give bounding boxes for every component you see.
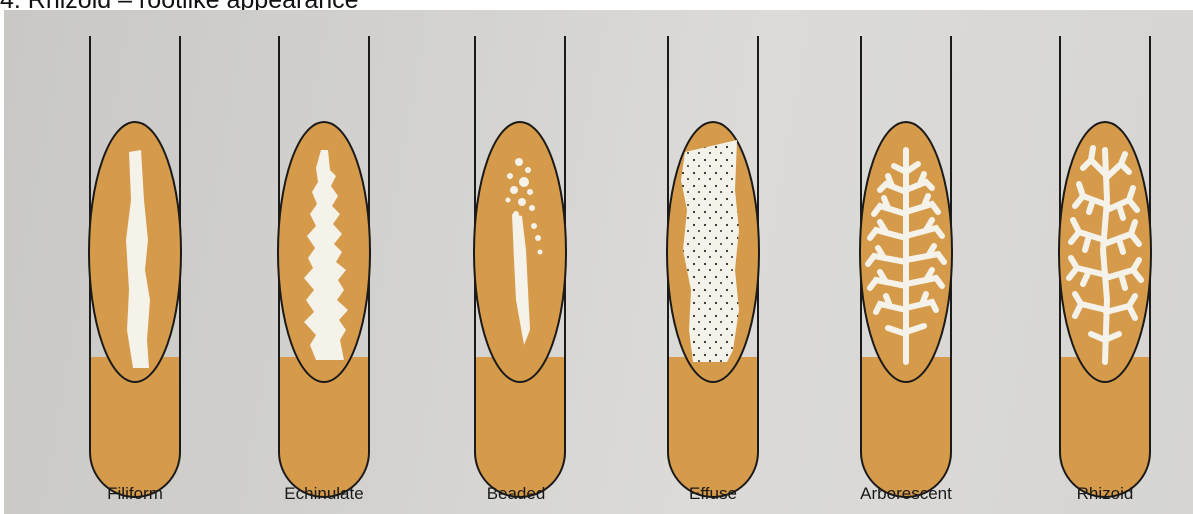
tube-filiform — [89, 36, 181, 497]
caption-rhizoid: Rhizoid — [1077, 484, 1134, 504]
tube-echinulate — [278, 36, 370, 497]
growth-effuse-dots — [681, 140, 739, 362]
tube-effuse — [667, 36, 759, 497]
tube-beaded — [474, 36, 566, 497]
caption-arborescent: Arborescent — [860, 484, 952, 504]
tube-rhizoid — [1059, 36, 1151, 497]
caption-effuse: Effuse — [689, 484, 737, 504]
tube-arborescent — [860, 36, 952, 497]
caption-echinulate: Echinulate — [284, 484, 363, 504]
caption-beaded: Beaded — [487, 484, 546, 504]
caption-filiform: Filiform — [107, 484, 163, 504]
